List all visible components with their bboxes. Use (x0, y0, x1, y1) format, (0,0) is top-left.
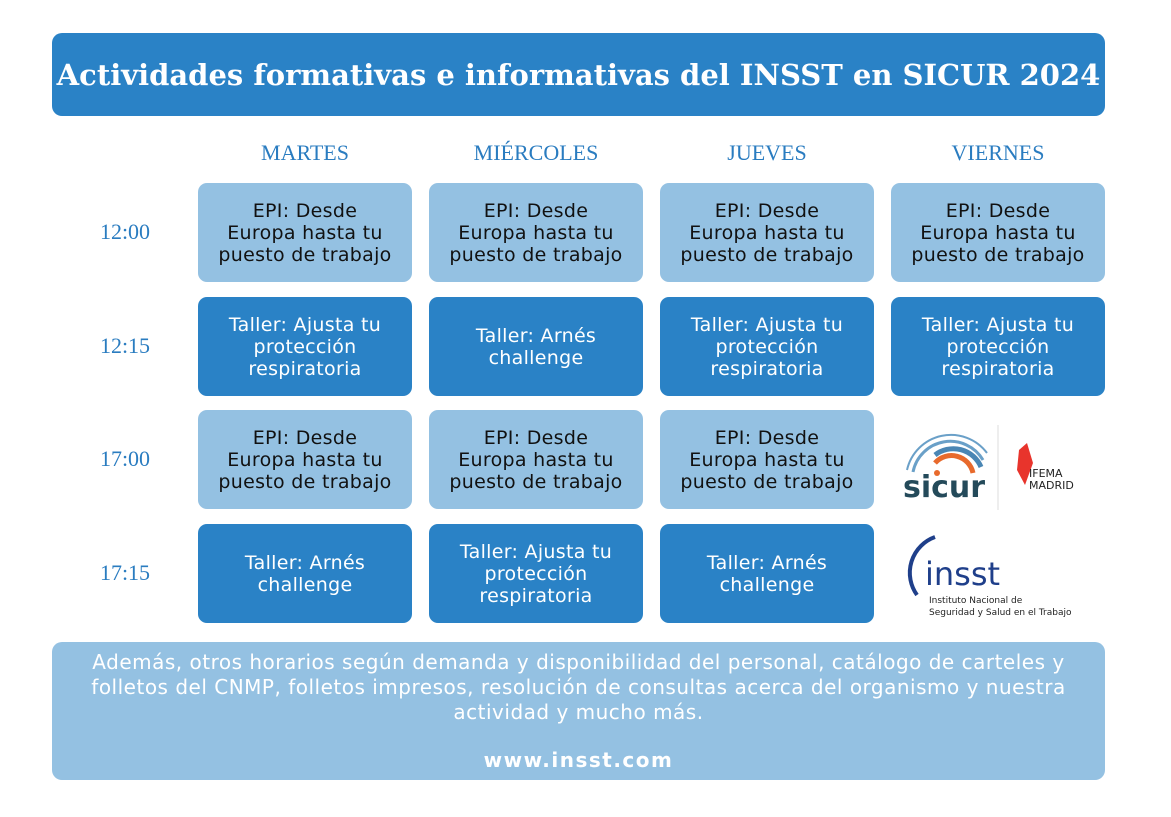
activity-cell: EPI: Desde Europa hasta tu puesto de tra… (429, 410, 643, 509)
activity-cell: EPI: Desde Europa hasta tu puesto de tra… (891, 183, 1105, 282)
svg-text:sicur: sicur (903, 470, 985, 505)
page-title: Actividades formativas e informativas de… (52, 33, 1105, 116)
activity-cell: Taller: Ajusta tu protección respiratori… (198, 297, 412, 396)
activity-cell: Taller: Ajusta tu protección respiratori… (429, 524, 643, 623)
activity-cell: EPI: Desde Europa hasta tu puesto de tra… (198, 410, 412, 509)
sicur-ifema-insst-logos: sicur IFEMA MADRID insst Instituto Nacio… (903, 425, 1074, 618)
day-header: MIÉRCOLES (473, 140, 599, 165)
activity-cell: Taller: Arnés challenge (198, 524, 412, 623)
activity-cell: Taller: Ajusta tu protección respiratori… (660, 297, 874, 396)
website-link[interactable]: www.insst.com (483, 748, 674, 772)
svg-text:Seguridad y Salud en el Trabaj: Seguridad y Salud en el Trabajo (929, 608, 1072, 618)
activity-cell: EPI: Desde Europa hasta tu puesto de tra… (198, 183, 412, 282)
time-label: 12:15 (99, 333, 151, 358)
sicur-logo: sicur (903, 433, 988, 505)
svg-text:Instituto Nacional de: Instituto Nacional de (929, 596, 1023, 606)
time-label: 17:15 (99, 560, 151, 585)
activity-cell: Taller: Arnés challenge (429, 297, 643, 396)
activity-cell: EPI: Desde Europa hasta tu puesto de tra… (660, 410, 874, 509)
day-header: MARTES (261, 140, 349, 165)
activity-cell: Taller: Arnés challenge (660, 524, 874, 623)
svg-text:insst: insst (925, 555, 1000, 593)
footer-text: Además, otros horarios según demanda y d… (91, 650, 1066, 724)
ifema-logo: IFEMA MADRID (1017, 443, 1074, 492)
day-header: JUEVES (727, 140, 807, 165)
svg-text:IFEMA: IFEMA (1029, 467, 1063, 480)
logos: sicur IFEMA MADRID insst Instituto Nacio… (895, 415, 1105, 625)
time-label: 12:00 (99, 219, 151, 244)
activity-cell: Taller: Ajusta tu protección respiratori… (891, 297, 1105, 396)
time-label: 17:00 (99, 446, 151, 471)
day-header: VIERNES (951, 140, 1045, 165)
activity-cell: EPI: Desde Europa hasta tu puesto de tra… (429, 183, 643, 282)
svg-text:MADRID: MADRID (1029, 479, 1074, 492)
insst-logo: insst Instituto Nacional de Seguridad y … (907, 535, 1072, 618)
activity-cell: EPI: Desde Europa hasta tu puesto de tra… (660, 183, 874, 282)
footer-box: Además, otros horarios según demanda y d… (52, 642, 1105, 780)
